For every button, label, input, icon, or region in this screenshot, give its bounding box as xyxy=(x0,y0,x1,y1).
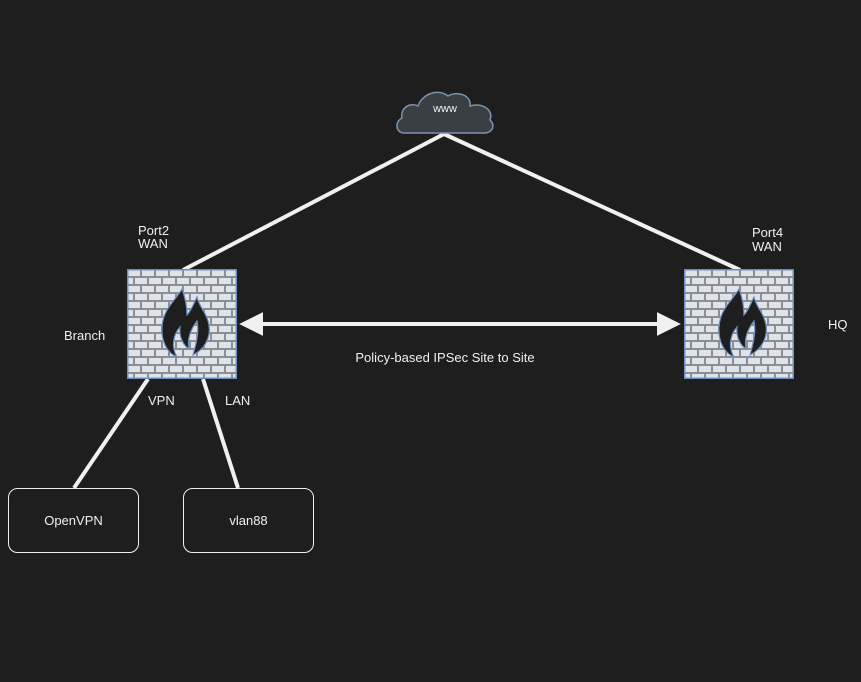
hq-firewall-icon xyxy=(684,269,794,379)
lan-link-label: LAN xyxy=(225,393,250,408)
cloud-icon: www xyxy=(396,91,494,134)
branch-wan-port-label: Port2 xyxy=(138,223,169,238)
vlan-label: vlan88 xyxy=(229,513,267,528)
hq-wan-port-label: Port4 xyxy=(752,225,783,240)
openvpn-label: OpenVPN xyxy=(44,513,103,528)
branch-firewall-icon xyxy=(127,269,237,379)
edge-vpn-link xyxy=(72,377,150,490)
branch-wan-label: WAN xyxy=(138,236,168,251)
vpn-link-label: VPN xyxy=(148,393,175,408)
tunnel-label: Policy-based IPSec Site to Site xyxy=(355,350,534,365)
edge-cloud-to-hq xyxy=(443,132,741,272)
hq-wan-label: WAN xyxy=(752,239,782,254)
hq-label: HQ xyxy=(828,317,848,332)
vlan-node: vlan88 xyxy=(183,488,314,553)
openvpn-node: OpenVPN xyxy=(8,488,139,553)
cloud-label: www xyxy=(432,103,457,115)
edge-lan-link xyxy=(201,378,240,489)
branch-label: Branch xyxy=(64,328,105,343)
edge-cloud-to-branch xyxy=(182,132,445,272)
